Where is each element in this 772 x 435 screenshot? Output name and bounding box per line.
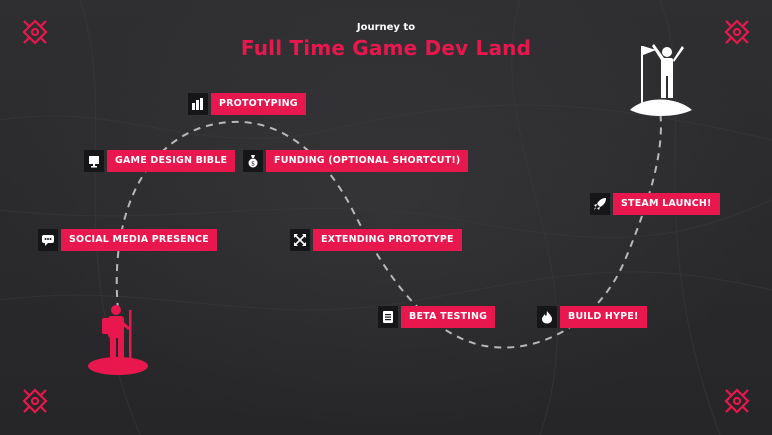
svg-text:$: $ [251,161,255,168]
flame-icon [537,306,557,328]
journey-path [115,109,662,349]
milestone-label: EXTENDING PROTOTYPE [313,229,462,251]
title-main: Full Time Game Dev Land [240,36,532,60]
milestone-label: SOCIAL MEDIA PRESENCE [61,229,217,251]
milestone-game-design-bible: GAME DESIGN BIBLE [84,149,236,173]
milestone-steam-launch: STEAM LAUNCH! [590,192,720,216]
monitor-icon [84,150,104,172]
milestone-funding: $ FUNDING (OPTIONAL SHORTCUT!) [243,149,469,173]
milestone-label: PROTOTYPING [211,93,306,115]
hiker-start-icon [88,305,148,375]
building-blocks-icon [188,93,208,115]
title-top: Journey to [356,22,416,33]
milestone-beta-testing: BETA TESTING [378,305,496,329]
ornament-icon [724,388,750,414]
milestone-label: GAME DESIGN BIBLE [107,150,236,172]
money-bag-icon: $ [243,150,263,172]
milestone-label: BUILD HYPE! [560,306,647,328]
chat-bubble-icon [38,229,58,251]
checklist-icon [378,306,398,328]
summit-flag-icon [630,44,692,116]
ornament-icon [22,19,48,45]
ornament-icon [724,19,750,45]
ornament-icon [22,388,48,414]
milestone-label: STEAM LAUNCH! [613,193,720,215]
milestone-label: BETA TESTING [401,306,496,328]
milestone-extending-prototype: EXTENDING PROTOTYPE [290,228,462,252]
expand-arrows-icon [290,229,310,251]
milestone-social-media: SOCIAL MEDIA PRESENCE [38,228,217,252]
rocket-icon [590,193,610,215]
milestone-prototyping: PROTOTYPING [188,92,306,116]
milestone-label: FUNDING (OPTIONAL SHORTCUT!) [266,150,469,172]
milestone-build-hype: BUILD HYPE! [537,305,647,329]
